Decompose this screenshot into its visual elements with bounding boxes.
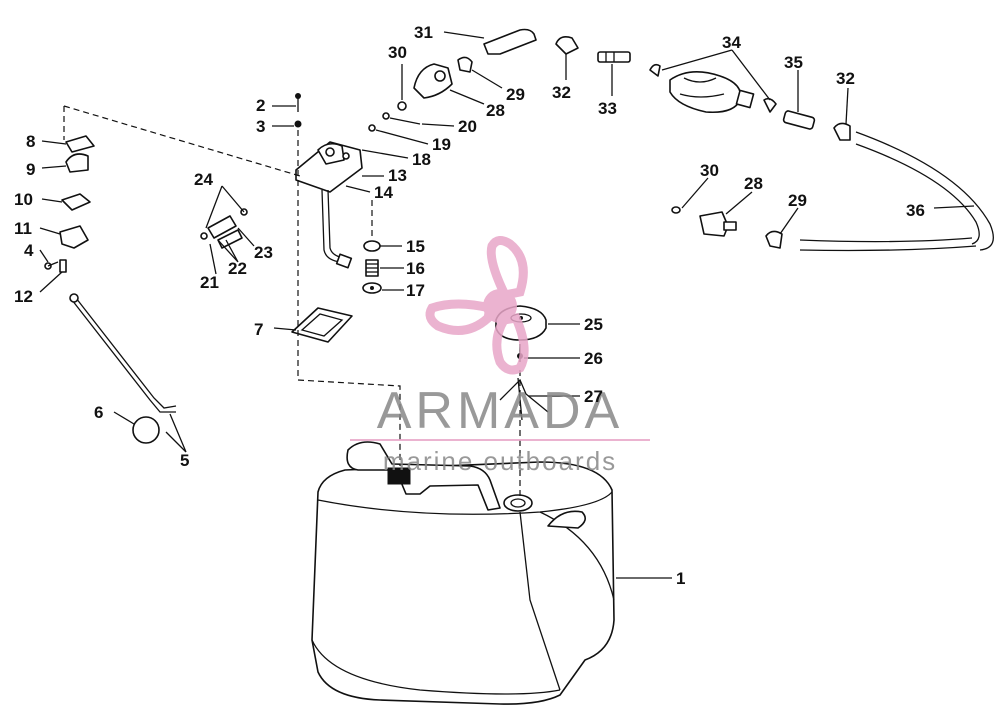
armada-watermark: ARMADA marine outboards [350,236,650,476]
label-19: 19 [432,135,451,154]
label-12: 12 [14,287,33,306]
label-28-upper: 28 [486,101,505,120]
label-6: 6 [94,403,103,422]
label-33: 33 [598,99,617,118]
label-29-upper: 29 [506,85,525,104]
label-8: 8 [26,132,35,151]
label-25: 25 [584,315,603,334]
label-34: 34 [722,33,741,52]
gasket [291,307,353,343]
label-4: 4 [24,241,34,260]
label-31: 31 [414,23,433,42]
leader-lines [39,31,975,579]
label-30-upper: 30 [388,43,407,62]
label-20: 20 [458,117,477,136]
watermark-brand: ARMADA [377,382,623,440]
label-29-lower: 29 [788,191,807,210]
label-22: 22 [228,259,247,278]
label-21: 21 [200,273,219,292]
label-24: 24 [194,170,213,189]
label-14: 14 [374,183,393,202]
label-7: 7 [254,320,263,339]
label-2: 2 [256,96,265,115]
float-arm [69,293,177,444]
propeller-logo [425,236,529,375]
label-28-lower: 28 [744,174,763,193]
label-5: 5 [180,451,189,470]
label-15: 15 [406,237,425,256]
label-18: 18 [412,150,431,169]
screw-and-washer [294,93,302,128]
label-30-lower: 30 [700,161,719,180]
label-13: 13 [388,166,407,185]
label-36: 36 [906,201,925,220]
spring-stack [362,240,382,294]
label-26: 26 [584,349,603,368]
label-17: 17 [406,281,425,300]
fuel-line [555,36,994,252]
label-11: 11 [14,219,32,238]
label-10: 10 [14,190,33,209]
label-27: 27 [584,387,603,406]
label-32-left: 32 [552,83,571,102]
o-ring-and-pin [368,112,421,132]
fuel-tank [311,441,615,705]
part-labels: 1 2 3 4 5 6 7 8 9 10 11 12 13 14 15 16 1… [14,23,925,588]
tank-connector [397,28,537,111]
fuel-sender-unit [295,141,363,269]
label-1: 1 [676,569,685,588]
label-9: 9 [26,160,35,179]
label-16: 16 [406,259,425,278]
gauge-assembly [44,135,95,273]
linkage-parts [200,208,248,249]
label-23: 23 [254,243,273,262]
label-32-right: 32 [836,69,855,88]
watermark-tagline: marine outboards [383,446,617,476]
label-35: 35 [784,53,803,72]
label-3: 3 [256,117,265,136]
